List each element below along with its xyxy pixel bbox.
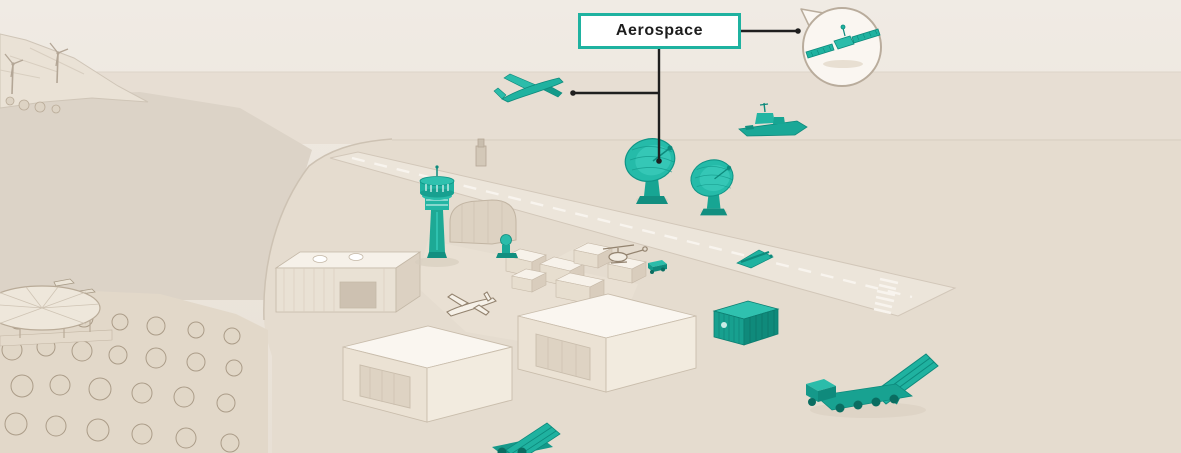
quonset-hangar xyxy=(449,199,517,245)
hangar xyxy=(342,325,513,423)
callout-connector xyxy=(573,29,798,161)
parked-plane-sketch xyxy=(446,291,497,317)
naval-ship xyxy=(738,102,808,137)
connector-dot xyxy=(656,158,662,164)
connector-dot xyxy=(795,28,801,34)
warehouse-building xyxy=(274,251,422,313)
marina xyxy=(0,278,113,347)
helicopter-sketch xyxy=(602,244,648,264)
hangar xyxy=(517,293,697,393)
fighter-jet xyxy=(736,249,774,269)
aerospace-label-text: Aerospace xyxy=(615,22,704,39)
monument xyxy=(475,138,487,167)
coastline xyxy=(263,138,393,321)
satellite-bubble xyxy=(800,7,882,87)
support-buildings xyxy=(505,242,647,305)
utility-vehicle xyxy=(648,260,667,274)
aerospace-label[interactable]: Aerospace xyxy=(578,13,741,49)
mlrs-vehicle xyxy=(492,422,561,453)
missile-launcher xyxy=(806,353,939,418)
cargo-container xyxy=(712,300,780,346)
control-tower xyxy=(415,165,459,267)
shore-trees xyxy=(5,96,61,114)
satellite-icon xyxy=(805,24,881,59)
bay-water xyxy=(0,92,312,300)
hillside xyxy=(0,33,149,114)
runway-threshold xyxy=(873,277,899,315)
mobile-radar xyxy=(496,234,518,258)
transport-aircraft xyxy=(493,73,564,103)
connector-dot xyxy=(570,90,576,96)
